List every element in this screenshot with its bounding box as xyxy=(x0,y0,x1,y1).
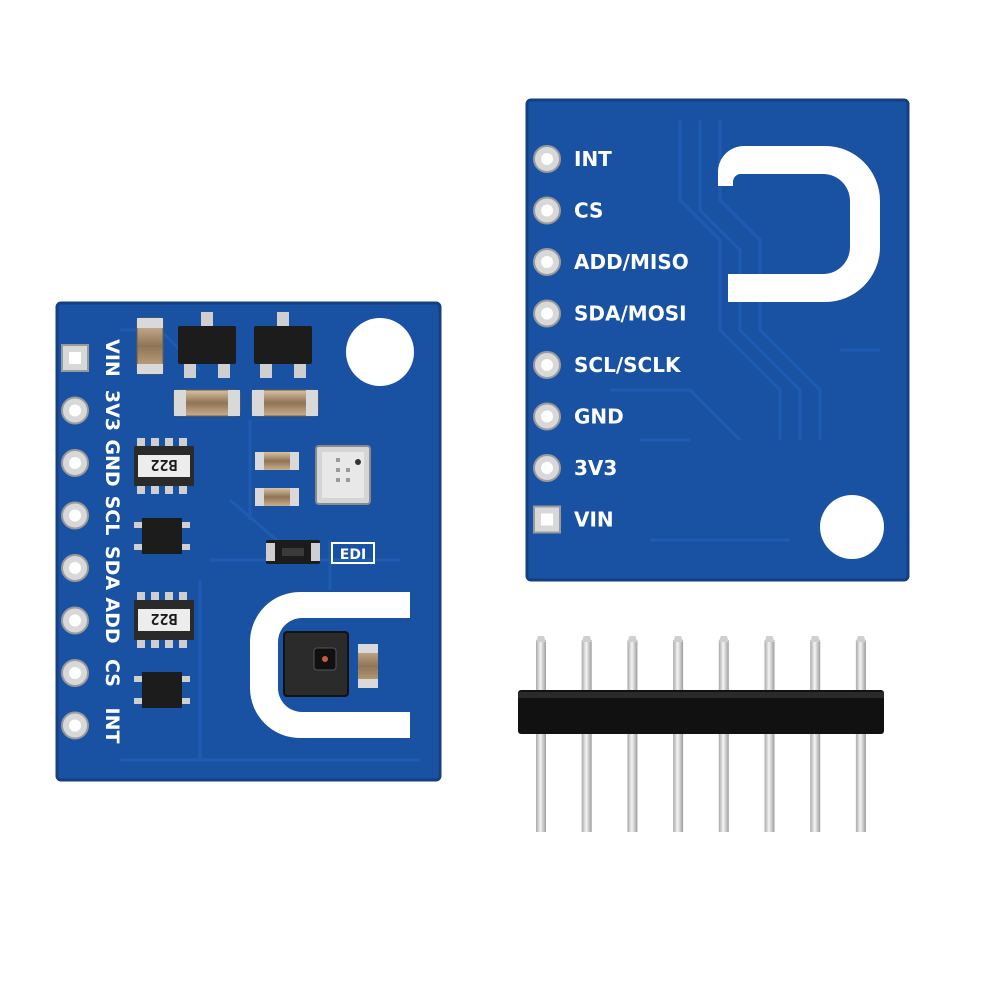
front-diode xyxy=(266,540,320,564)
front-capacitor-1 xyxy=(173,389,241,417)
header-pin xyxy=(627,636,638,832)
back-pin-label: CS xyxy=(574,199,603,223)
header-pin xyxy=(536,636,546,832)
back-pin-label: SDA/MOSI xyxy=(574,302,687,326)
front-cutout-slot xyxy=(250,592,410,738)
front-mosfet-1 xyxy=(134,518,190,554)
header-pin xyxy=(810,636,821,832)
header-pin xyxy=(855,636,866,832)
front-capacitor-2 xyxy=(251,389,319,417)
front-pin-label: INT xyxy=(101,708,123,744)
front-pin-label: CS xyxy=(101,659,123,687)
front-chip-mark-1: B22 xyxy=(150,456,177,474)
back-pin-label: INT xyxy=(574,147,612,171)
back-pin-label: SCL/SCLK xyxy=(574,353,682,377)
front-pin-label: GND xyxy=(101,439,123,486)
front-pin-label: VIN xyxy=(101,339,123,377)
front-mounting-hole xyxy=(346,318,414,386)
front-pressure-sensor xyxy=(315,445,371,505)
front-humidity-sensor xyxy=(283,631,349,697)
header-plastic-strip xyxy=(518,690,884,734)
front-resistor-1 xyxy=(255,452,299,470)
front-capacitor-vertical xyxy=(136,317,164,375)
front-resistor-network-2: B22 xyxy=(134,592,194,648)
front-resistor-network-1: B22 xyxy=(134,438,194,494)
back-board-pcb xyxy=(525,98,910,582)
front-sensor-capacitor xyxy=(358,644,378,688)
front-chip-mark-2: B22 xyxy=(150,610,177,628)
front-regulator-2 xyxy=(254,312,312,378)
front-pin-pad xyxy=(61,344,89,372)
back-pin-label: ADD/MISO xyxy=(574,250,689,274)
front-mosfet-2 xyxy=(134,672,190,708)
back-pin-label: 3V3 xyxy=(574,456,617,480)
front-pin-label: SDA xyxy=(101,546,123,590)
front-component-mark-text: EDI xyxy=(340,547,366,563)
back-cutout-slot xyxy=(718,146,880,302)
header-pin xyxy=(673,636,684,832)
back-pin-pads xyxy=(533,145,561,534)
front-pin-label: ADD xyxy=(101,597,123,643)
back-pin-label: VIN xyxy=(574,508,614,532)
front-pin-label: SCL xyxy=(101,496,123,536)
front-pin-label: 3V3 xyxy=(101,390,123,431)
header-pin xyxy=(718,636,729,832)
header-pin xyxy=(581,636,592,832)
front-pin-pads xyxy=(61,344,89,740)
front-component-mark: EDI xyxy=(331,542,375,564)
pin-header xyxy=(518,636,884,832)
header-pin xyxy=(764,636,775,832)
back-mounting-hole xyxy=(820,495,884,559)
back-pin-label: GND xyxy=(574,405,624,429)
front-regulator-1 xyxy=(178,312,236,378)
front-resistor-2 xyxy=(255,488,299,506)
